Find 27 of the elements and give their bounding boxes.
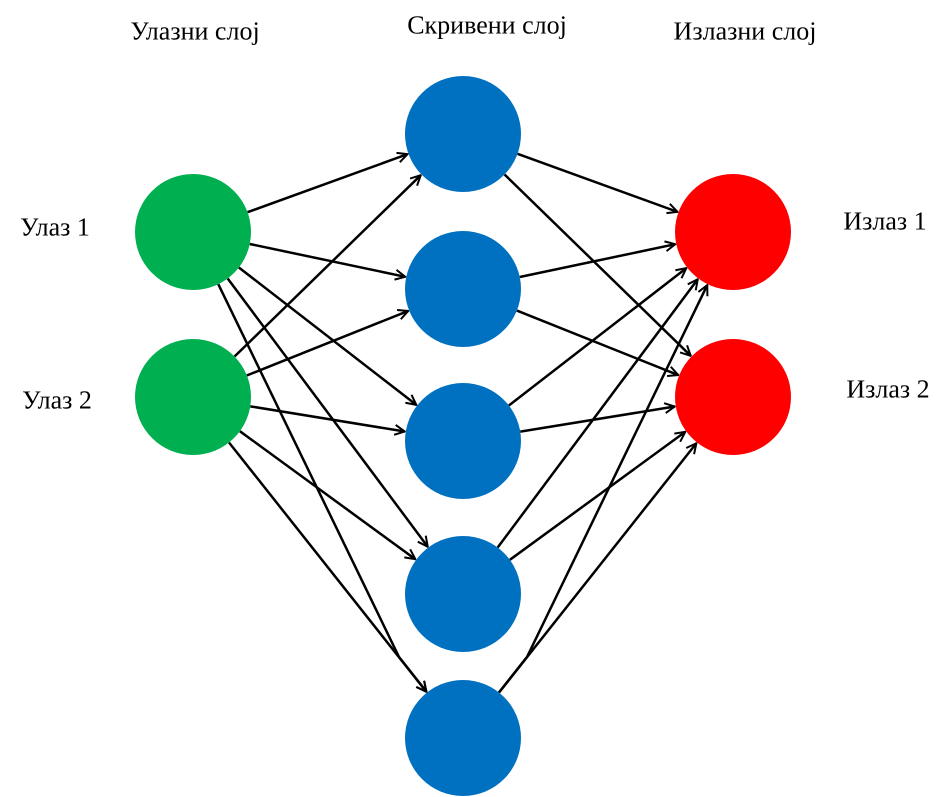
arrow bbox=[247, 152, 409, 214]
arrow bbox=[217, 284, 428, 693]
arrow bbox=[234, 174, 422, 358]
node-label: Излаз 1 bbox=[843, 208, 927, 236]
arrow bbox=[226, 278, 429, 548]
arrow bbox=[516, 309, 680, 378]
arrow bbox=[520, 402, 676, 433]
arrow bbox=[496, 278, 699, 548]
arrow bbox=[250, 242, 406, 281]
node-label: Излаз 2 bbox=[846, 376, 930, 404]
layer-heading: Излазни слој bbox=[674, 18, 816, 46]
arrow bbox=[504, 174, 692, 357]
node-label: Улаз 1 bbox=[20, 214, 90, 242]
node-label: Улаз 2 bbox=[22, 386, 92, 416]
arrow bbox=[498, 284, 708, 694]
arrow bbox=[239, 430, 416, 560]
layer-heading: Скривени слој bbox=[407, 12, 567, 40]
arrow bbox=[520, 240, 676, 278]
layer-heading: Улазни слој bbox=[130, 18, 260, 46]
arrow bbox=[250, 405, 406, 436]
arrow bbox=[508, 267, 688, 406]
arrow bbox=[228, 442, 428, 693]
arrow bbox=[498, 442, 698, 694]
arrow bbox=[238, 266, 418, 406]
arrow bbox=[509, 430, 686, 561]
arrow bbox=[517, 152, 679, 214]
arrow bbox=[246, 308, 410, 377]
